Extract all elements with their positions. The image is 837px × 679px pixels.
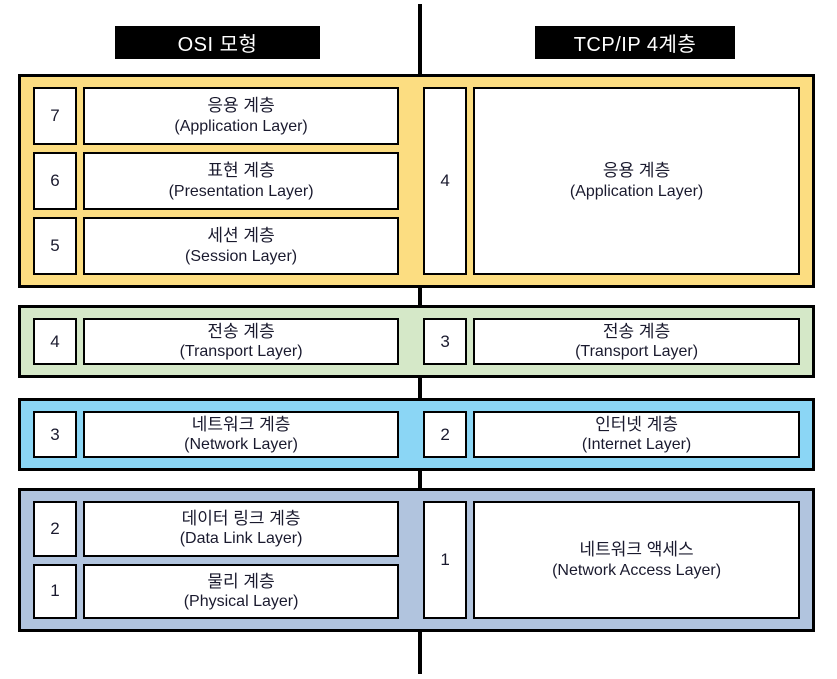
layer-name-en: (Network Layer) — [184, 436, 298, 454]
layer-name-en: (Transport Layer) — [179, 343, 303, 361]
band-link-osi-half: 2 데이터 링크 계층 (Data Link Layer) 1 물리 계층 (P… — [21, 491, 411, 629]
header-tcpip-model: TCP/IP 4계층 — [535, 26, 735, 59]
band-network: 3 네트워크 계층 (Network Layer) 2 인터넷 계층 (Inte… — [18, 398, 815, 471]
layer-name-tcpip-1: 네트워크 액세스 (Network Access Layer) — [473, 501, 800, 619]
layer-number-tcpip-3: 3 — [423, 318, 468, 365]
layer-row-osi-5[interactable]: 5 세션 계층 (Session Layer) — [33, 217, 400, 275]
osi-link-stack: 2 데이터 링크 계층 (Data Link Layer) 1 물리 계층 (P… — [33, 501, 400, 619]
band-application: 7 응용 계층 (Application Layer) 6 표현 계층 (Pre… — [18, 74, 815, 288]
layer-number-osi-6: 6 — [33, 152, 77, 210]
layer-name-osi-7: 응용 계층 (Application Layer) — [83, 87, 400, 145]
layer-name-en: (Network Access Layer) — [552, 561, 722, 579]
layer-row-tcpip-4[interactable]: 4 응용 계층 (Application Layer) — [423, 87, 800, 275]
layer-name-tcpip-3: 전송 계층 (Transport Layer) — [473, 318, 800, 365]
layer-row-osi-3[interactable]: 3 네트워크 계층 (Network Layer) — [33, 411, 400, 458]
layer-name-ko: 세션 계층 — [207, 226, 275, 246]
layer-row-osi-4[interactable]: 4 전송 계층 (Transport Layer) — [33, 318, 400, 365]
layer-name-tcpip-2: 인터넷 계층 (Internet Layer) — [473, 411, 800, 458]
layer-row-osi-6[interactable]: 6 표현 계층 (Presentation Layer) — [33, 152, 400, 210]
layer-name-ko: 네트워크 계층 — [191, 414, 291, 434]
layer-name-ko: 인터넷 계층 — [595, 414, 679, 434]
layer-name-ko: 데이터 링크 계층 — [181, 509, 301, 529]
band-transport: 4 전송 계층 (Transport Layer) 3 전송 계층 (Trans… — [18, 305, 815, 378]
layer-row-osi-1[interactable]: 1 물리 계층 (Physical Layer) — [33, 563, 400, 619]
band-network-osi-half: 3 네트워크 계층 (Network Layer) — [21, 401, 411, 468]
layer-number-tcpip-1: 1 — [423, 501, 468, 619]
layer-name-tcpip-4: 응용 계층 (Application Layer) — [473, 87, 800, 275]
layer-name-osi-2: 데이터 링크 계층 (Data Link Layer) — [83, 501, 400, 557]
layer-number-osi-4: 4 — [33, 318, 77, 365]
band-transport-tcpip-half: 3 전송 계층 (Transport Layer) — [411, 308, 812, 375]
layer-name-en: (Physical Layer) — [183, 592, 299, 610]
layer-number-tcpip-4: 4 — [423, 87, 468, 275]
layer-name-osi-1: 물리 계층 (Physical Layer) — [83, 563, 400, 619]
layer-row-osi-7[interactable]: 7 응용 계층 (Application Layer) — [33, 87, 400, 145]
layer-number-osi-2: 2 — [33, 501, 77, 557]
band-application-tcpip-half: 4 응용 계층 (Application Layer) — [411, 77, 812, 285]
layer-name-ko: 네트워크 액세스 — [579, 540, 694, 560]
layer-name-en: (Internet Layer) — [581, 436, 692, 454]
layer-row-tcpip-2[interactable]: 2 인터넷 계층 (Internet Layer) — [423, 411, 800, 458]
layer-name-en: (Application Layer) — [569, 182, 704, 200]
layer-name-ko: 응용 계층 — [602, 161, 671, 181]
layer-number-tcpip-2: 2 — [423, 411, 468, 458]
header-osi-model: OSI 모형 — [115, 26, 320, 59]
layer-name-en: (Data Link Layer) — [179, 530, 303, 548]
layer-name-ko: 물리 계층 — [207, 571, 275, 591]
layer-name-ko: 표현 계층 — [207, 161, 275, 181]
layer-name-en: (Application Layer) — [174, 117, 308, 135]
band-link: 2 데이터 링크 계층 (Data Link Layer) 1 물리 계층 (P… — [18, 488, 815, 632]
layer-name-ko: 응용 계층 — [207, 96, 275, 116]
layer-name-osi-6: 표현 계층 (Presentation Layer) — [83, 152, 400, 210]
band-transport-osi-half: 4 전송 계층 (Transport Layer) — [21, 308, 411, 375]
layer-row-osi-2[interactable]: 2 데이터 링크 계층 (Data Link Layer) — [33, 501, 400, 557]
layer-number-osi-1: 1 — [33, 563, 77, 619]
band-network-tcpip-half: 2 인터넷 계층 (Internet Layer) — [411, 401, 812, 468]
layer-name-en: (Session Layer) — [185, 247, 298, 265]
band-application-osi-half: 7 응용 계층 (Application Layer) 6 표현 계층 (Pre… — [21, 77, 411, 285]
layer-name-osi-4: 전송 계층 (Transport Layer) — [83, 318, 400, 365]
osi-application-stack: 7 응용 계층 (Application Layer) 6 표현 계층 (Pre… — [33, 87, 400, 275]
layer-number-osi-7: 7 — [33, 87, 77, 145]
layer-number-osi-3: 3 — [33, 411, 77, 458]
band-link-tcpip-half: 1 네트워크 액세스 (Network Access Layer) — [411, 491, 812, 629]
layer-name-ko: 전송 계층 — [207, 321, 275, 341]
layer-name-osi-5: 세션 계층 (Session Layer) — [83, 217, 400, 275]
layer-name-ko: 전송 계층 — [602, 321, 671, 341]
layer-number-osi-5: 5 — [33, 217, 77, 275]
layer-row-tcpip-1[interactable]: 1 네트워크 액세스 (Network Access Layer) — [423, 501, 800, 619]
layer-name-osi-3: 네트워크 계층 (Network Layer) — [83, 411, 400, 458]
layer-name-en: (Transport Layer) — [575, 343, 699, 361]
layer-row-tcpip-3[interactable]: 3 전송 계층 (Transport Layer) — [423, 318, 800, 365]
layer-name-en: (Presentation Layer) — [168, 182, 314, 200]
